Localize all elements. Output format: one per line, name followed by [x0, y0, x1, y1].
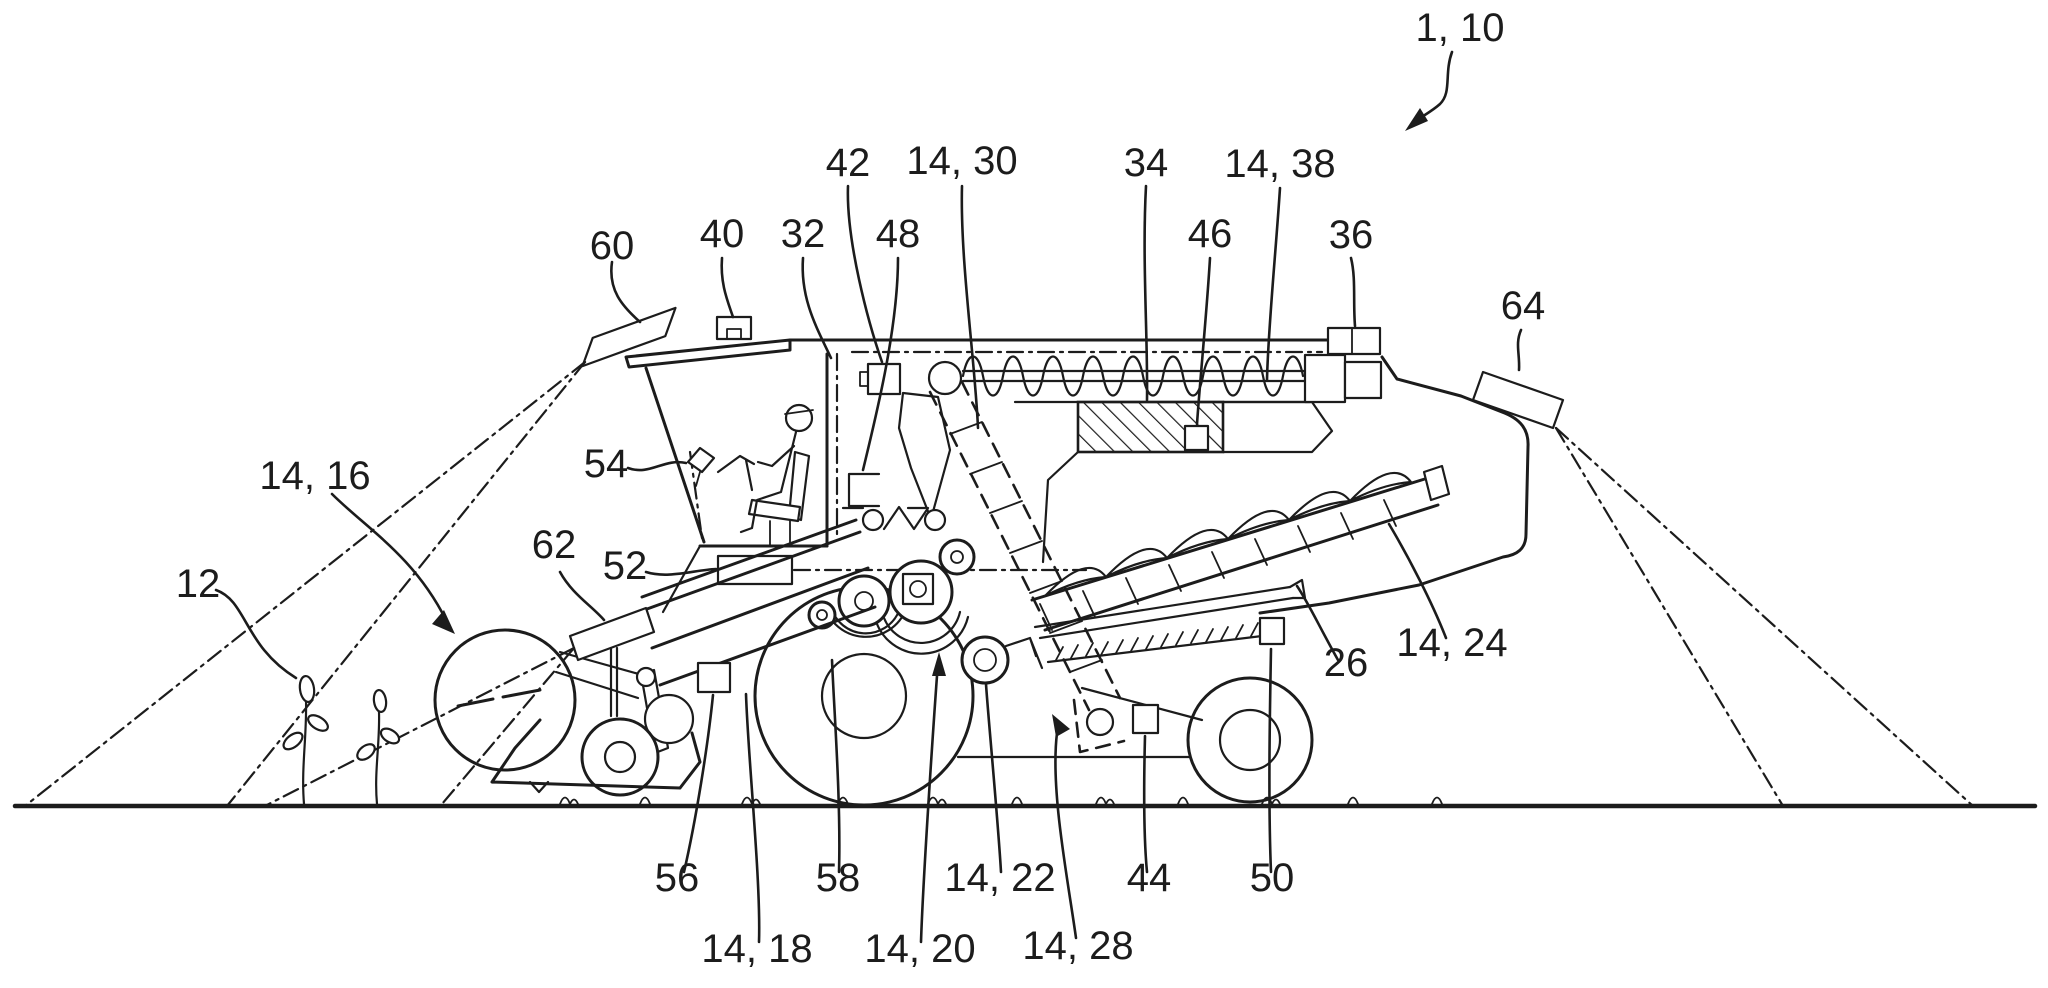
- ref-label-14-24: 14, 24: [1396, 621, 1507, 665]
- ref-label-42: 42: [826, 141, 871, 185]
- ref-label-32: 32: [781, 212, 826, 256]
- crop-plants: [282, 674, 401, 806]
- operator-cab: [581, 306, 829, 614]
- ref-label-14-28: 14, 28: [1022, 924, 1133, 968]
- ground: [12, 796, 2038, 809]
- ref-label-56: 56: [655, 856, 700, 900]
- ref-label-14-38: 14, 38: [1224, 142, 1335, 186]
- operator-seat: [747, 450, 811, 547]
- ref-label-14-18: 14, 18: [701, 927, 812, 971]
- ref-label-14-30: 14, 30: [906, 139, 1017, 183]
- sensor-46-box: [1183, 424, 1210, 452]
- ref-label-48: 48: [876, 212, 921, 256]
- engine-block-hatched: [1076, 400, 1334, 454]
- ref-label-54: 54: [584, 442, 629, 486]
- ref-label-46: 46: [1188, 212, 1233, 256]
- joystick-54: [686, 446, 716, 474]
- control-console: [686, 446, 756, 492]
- ref-label-52: 52: [603, 544, 648, 588]
- sensor-62-bracket: [568, 606, 656, 662]
- reference-labels: 1, 10 12 14, 16 60 40 32 42 48 14, 30 34…: [176, 6, 1546, 971]
- sensor-64-bracket: [1471, 370, 1565, 430]
- ref-label-58: 58: [816, 856, 861, 900]
- ref-label-14-16: 14, 16: [259, 454, 370, 498]
- sensor-48-bracket: [847, 472, 881, 508]
- ref-label-12: 12: [176, 562, 221, 606]
- ref-label-14-22: 14, 22: [944, 856, 1055, 900]
- ref-label-1-10: 1, 10: [1416, 6, 1505, 50]
- grain-pan-augers: [841, 505, 947, 532]
- sensor-60-bracket: [581, 306, 677, 368]
- reel-drum: [433, 628, 577, 772]
- leader-lines: [214, 50, 1523, 944]
- ref-label-36: 36: [1329, 213, 1374, 257]
- ref-label-44: 44: [1127, 856, 1172, 900]
- walker-end-cap: [1422, 464, 1451, 502]
- ref-label-34: 34: [1124, 141, 1169, 185]
- machine-body-outline: [788, 338, 1530, 759]
- front-drive-wheel: [753, 585, 975, 807]
- unloading-auger: [961, 353, 1383, 404]
- ref-label-26: 26: [1324, 641, 1369, 685]
- elevator-head-pulley: [927, 360, 963, 396]
- grain-stream-funnel: [897, 391, 952, 521]
- sensor-36-box: [1326, 326, 1382, 356]
- ref-label-60: 60: [590, 224, 635, 268]
- operator-figure: [739, 403, 814, 534]
- ref-label-40: 40: [700, 212, 745, 256]
- sensor-44-box: [1131, 703, 1160, 735]
- concave-main: [875, 610, 970, 655]
- feederhouse: [640, 518, 877, 694]
- roof-sensor-40: [715, 315, 753, 341]
- ref-label-50: 50: [1250, 856, 1295, 900]
- ref-label-14-20: 14, 20: [864, 927, 975, 971]
- ref-label-62: 62: [532, 523, 577, 567]
- sensor-50-box: [1258, 616, 1286, 646]
- threshing-drums: [807, 538, 1044, 685]
- windshield: [644, 366, 706, 544]
- sensor-sight-lines: [23, 360, 1975, 808]
- lower-sieve-comb: [1046, 622, 1264, 664]
- cab-roof: [624, 338, 792, 369]
- sensor-42-box: [859, 362, 902, 396]
- rear-steer-wheel: [1186, 676, 1314, 804]
- beater-bracket: [1004, 636, 1044, 670]
- ref-label-64: 64: [1501, 284, 1546, 328]
- sensor-56-box: [696, 661, 732, 694]
- elevator-foot-pulley: [1085, 707, 1115, 737]
- upper-sieve: [1033, 578, 1307, 640]
- straw-walker: [1030, 464, 1451, 632]
- grain-tank: [835, 350, 1324, 536]
- grain-elevator: [897, 360, 1126, 754]
